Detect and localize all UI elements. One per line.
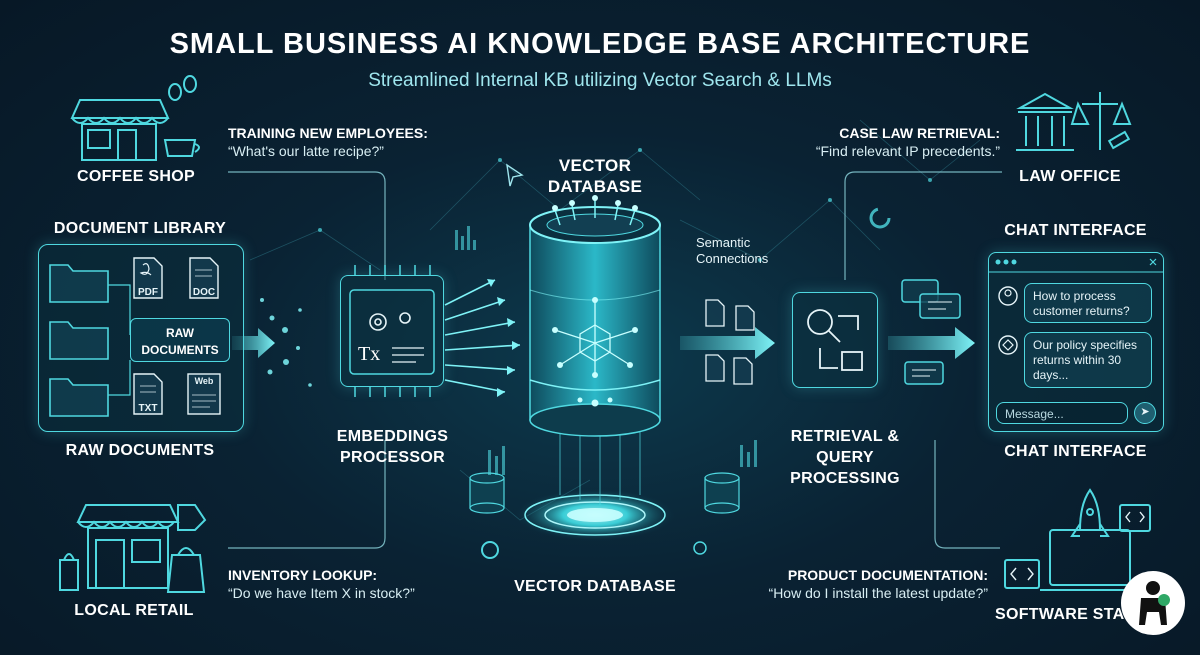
chat-interface-bottom-label: CHAT INTERFACE	[1004, 443, 1147, 460]
user-message-bubble: How to process customer returns?	[1024, 283, 1152, 323]
software-usecase-question: “How do I install the latest update?”	[768, 585, 988, 601]
law-office-label: LAW OFFICE	[1019, 168, 1121, 185]
doc-label: DOC	[192, 287, 216, 298]
txt-label: TXT	[138, 403, 158, 414]
retail-usecase-question: “Do we have Item X in stock?”	[228, 585, 415, 601]
send-icon[interactable]: ➤	[1134, 402, 1156, 424]
local-retail-label: LOCAL RETAIL	[74, 602, 194, 619]
coffee-usecase-question: “What's our latte recipe?”	[228, 143, 384, 159]
coffee-usecase-title: TRAINING NEW EMPLOYEES:	[228, 125, 428, 141]
vector-db-bottom-label: VECTOR DATABASE	[514, 578, 676, 595]
raw-documents-box: RAW DOCUMENTS	[130, 318, 230, 362]
message-input[interactable]: Message...	[996, 402, 1128, 424]
law-usecase-title: CASE LAW RETRIEVAL:	[839, 125, 1000, 141]
pdf-label: PDF	[138, 287, 158, 298]
software-usecase-title: PRODUCT DOCUMENTATION:	[787, 567, 988, 583]
semantic-connections-note: Semantic Connections	[696, 235, 769, 266]
chat-interface-top-label: CHAT INTERFACE	[1004, 222, 1147, 239]
law-usecase-question: “Find relevant IP precedents.”	[815, 143, 1000, 159]
vector-db-top-label: VECTOR DATABASE	[547, 156, 643, 196]
raw-documents-label: RAW DOCUMENTS	[65, 442, 215, 459]
embeddings-chip	[340, 275, 444, 387]
retrieval-label: RETRIEVAL & QUERY PROCESSING	[790, 428, 900, 487]
page-subtitle: Streamlined Internal KB utilizing Vector…	[368, 70, 832, 91]
retail-usecase-title: INVENTORY LOOKUP:	[228, 567, 378, 583]
bot-message-bubble: Our policy specifies returns within 30 d…	[1024, 332, 1152, 388]
chip-text: Tx	[358, 343, 381, 365]
software-startup-label: SOFTWARE STARTUP	[995, 606, 1135, 623]
page-title: SMALL BUSINESS AI KNOWLEDGE BASE ARCHITE…	[169, 28, 1031, 60]
document-library-title: DOCUMENT LIBRARY	[53, 220, 227, 237]
web-label: Web	[194, 376, 214, 386]
embeddings-processor-label: EMBEDDINGS PROCESSOR	[336, 428, 449, 466]
retrieval-panel	[792, 292, 878, 388]
coffee-shop-label: COFFEE SHOP	[77, 168, 195, 185]
